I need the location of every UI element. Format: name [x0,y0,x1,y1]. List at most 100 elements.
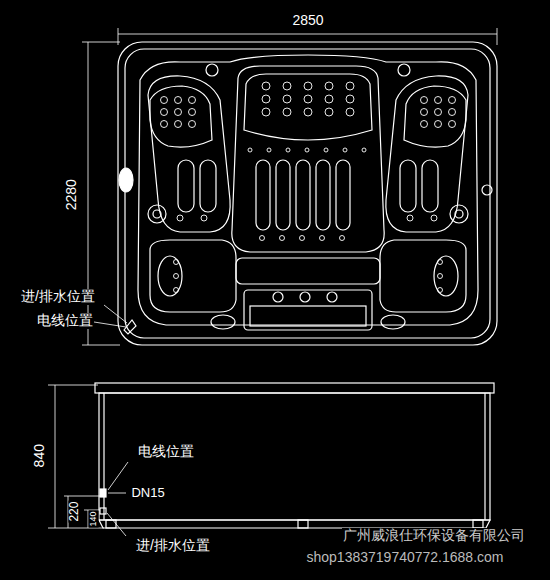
drawing-stroke [48,385,98,386]
jet [201,215,207,221]
drawing-stroke [103,393,104,520]
jet [346,95,354,103]
jet [340,236,345,241]
drawing-stroke [298,520,308,528]
drawing-stroke [200,160,216,212]
jet [161,109,168,116]
drawing-stroke [327,292,337,302]
drawing-stroke [336,160,350,230]
jet [320,236,325,241]
jet [262,95,270,103]
drawing-stroke [400,160,416,212]
drawing-stroke [153,210,161,218]
jet [421,97,428,104]
jet [304,108,312,116]
jet [262,82,270,90]
jet [305,148,309,152]
jet [286,148,290,152]
jet [174,260,179,265]
drawing-stroke [95,383,494,393]
dimension-text: 220 [68,501,81,523]
leader-lines [94,305,127,327]
drawing-stroke [108,462,128,490]
jet [161,97,168,104]
dimension-text: 2280 [64,178,79,211]
jet [189,97,196,104]
jet-circles [161,82,456,293]
jet [435,121,442,128]
jet [280,236,285,241]
jet [421,121,428,128]
drawing-stroke [211,315,235,329]
spa-top-view [118,42,497,345]
callout-text: 电线位置 [137,444,195,459]
drawing-stroke [106,520,116,528]
drawing-stroke [422,160,438,212]
jet [248,148,252,152]
drawing-stroke [232,66,384,252]
drawing-stroke [100,489,106,497]
drawing-stroke [178,160,194,212]
jet [343,148,347,152]
jet [435,97,442,104]
dimension-text: 2850 [291,13,324,28]
jet [283,108,291,116]
drawing-stroke [296,160,310,230]
drawing-stroke [455,210,463,218]
jet [174,274,179,279]
jet [438,274,443,279]
drawing-stroke [256,160,270,230]
drawing-stroke [48,528,104,529]
drawing-stroke [244,290,372,330]
jet [362,148,366,152]
jet [283,82,291,90]
jet [325,95,333,103]
jet [283,95,291,103]
drawing-stroke [148,205,166,223]
jet [189,121,196,128]
jet [324,148,328,152]
jet [300,236,305,241]
drawing-stroke [482,185,492,195]
drawing-stroke [104,305,127,323]
drawing-stroke [484,393,485,520]
drawing-stroke [497,28,498,45]
jet [438,260,443,265]
callout-text: 进/排水位置 [20,289,96,304]
jet [438,288,443,293]
drawing-stroke [94,322,126,327]
drawing-stroke [250,306,366,326]
drawing-stroke [316,160,330,230]
jet [189,109,196,116]
jet [304,82,312,90]
jet [175,97,182,104]
drawing-stroke [244,74,372,140]
drawing-stroke [99,393,490,520]
spa-side-view [95,383,494,528]
drawing-stroke [119,168,133,192]
jet [177,215,183,221]
jet [431,215,437,221]
drawing-stroke [206,64,218,76]
jet [161,121,168,128]
drawing-stroke [138,55,478,325]
jet [346,82,354,90]
dimension-text: 840 [32,443,47,468]
jet [262,108,270,116]
jet [449,97,456,104]
company-name: 广州威浪仕环保设备有限公司 [342,528,526,543]
jet [260,236,265,241]
drawing-stroke [158,256,182,296]
drawing-stroke [108,493,126,494]
drawing-stroke [434,256,458,296]
drawing-stroke [99,520,490,528]
drawing-stroke [398,64,410,76]
jet [346,108,354,116]
jet [175,109,182,116]
jet [421,109,428,116]
drawing-stroke [276,160,290,230]
drawing-stroke [100,508,106,514]
jet [325,108,333,116]
drawing-stroke [118,42,497,345]
drawing-stroke [64,496,100,497]
